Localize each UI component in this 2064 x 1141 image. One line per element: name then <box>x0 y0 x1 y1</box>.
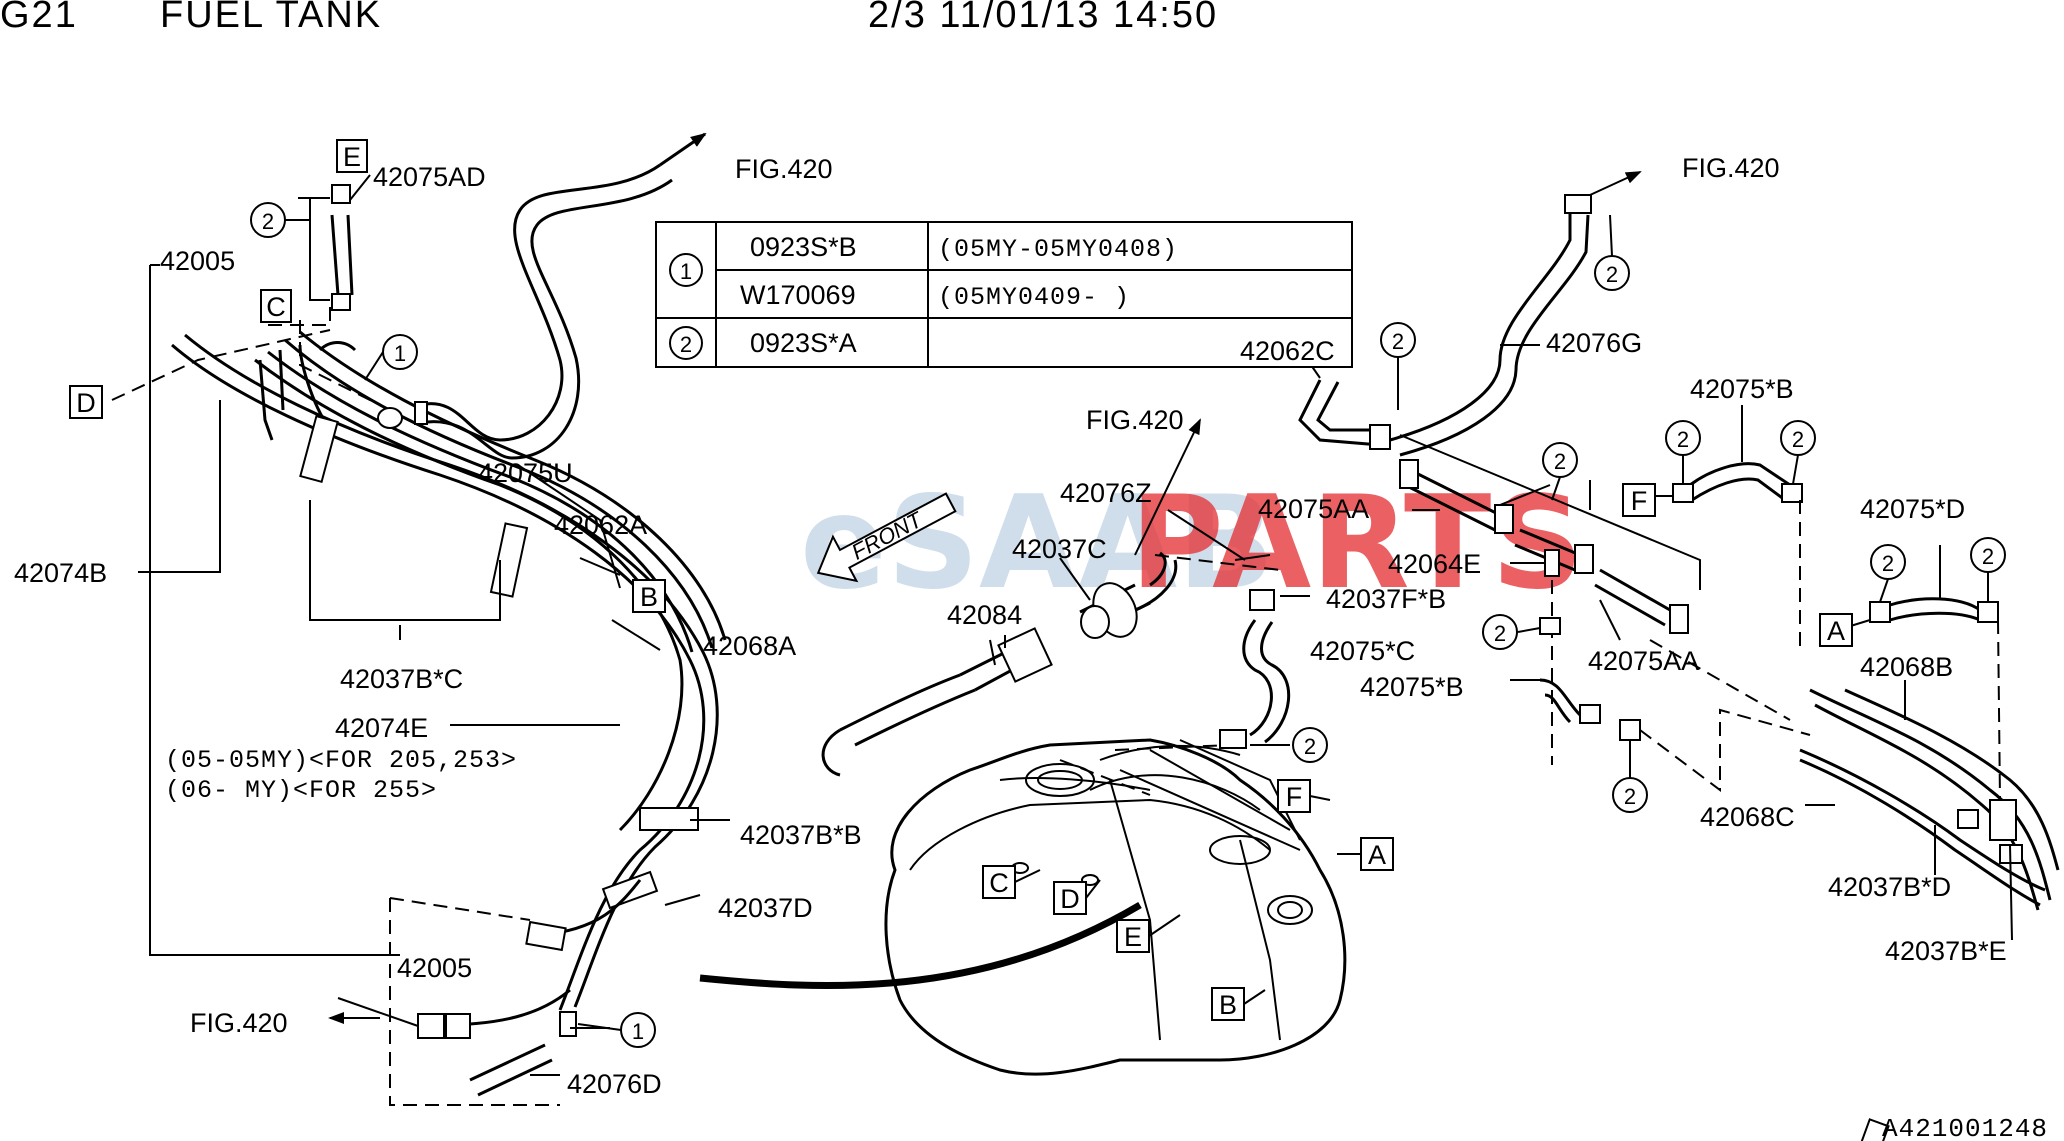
label-42075b-lower: 42075*B <box>1360 672 1464 702</box>
ref-c-tank: C <box>989 868 1009 898</box>
ref-b-tank: B <box>1219 990 1237 1020</box>
label-42037fb: 42037F*B <box>1326 584 1446 614</box>
watermark: eSAAB PARTS <box>800 469 1583 618</box>
label-fig420-top: FIG.420 <box>735 154 833 184</box>
key2-h: 2 <box>1677 427 1689 452</box>
label-42068c: 42068C <box>1700 802 1795 832</box>
ref-boxes: E C D B C D E B F A F A <box>69 139 1853 1021</box>
label-42037bd: 42037B*D <box>1828 872 1951 902</box>
ref-a-right: A <box>1827 616 1845 646</box>
label-42005-bottom: 42005 <box>397 953 472 983</box>
ref-f-right: F <box>1631 486 1648 516</box>
left-dashed-links <box>111 305 560 1106</box>
right-hoses <box>1298 171 2060 1141</box>
part-labels: 42075AD 42005 42074B 42075U 42062A 42037… <box>14 153 2007 1099</box>
label-42037bc: 42037B*C <box>340 664 463 694</box>
ref-d-left: D <box>76 388 96 418</box>
legend-range-1: (05MY-05MY0408) <box>938 235 1178 264</box>
legend-part-3: 0923S*A <box>750 328 857 358</box>
key2-g: 2 <box>1624 784 1636 809</box>
legend-key-2: 2 <box>680 332 692 357</box>
label-42076z: 42076Z <box>1060 478 1152 508</box>
key2-k: 2 <box>1982 544 1994 569</box>
label-42005-top: 42005 <box>160 246 235 276</box>
header-title: FUEL TANK <box>160 0 383 36</box>
label-42037bb: 42037B*B <box>740 820 862 850</box>
label-42075aa-bottom: 42075AA <box>1588 646 1699 676</box>
key2-d: 2 <box>1392 329 1404 354</box>
key2-a: 2 <box>262 209 274 234</box>
key2-c: 2 <box>1606 262 1618 287</box>
footer-code: A421001248 <box>1882 1114 2048 1141</box>
legend-key-1: 1 <box>680 259 692 284</box>
key2-i: 2 <box>1792 427 1804 452</box>
ref-c-top: C <box>266 292 286 322</box>
ref-d-tank: D <box>1060 884 1080 914</box>
watermark-parts: PARTS <box>1130 469 1583 618</box>
label-42074e: 42074E <box>335 713 428 743</box>
hose-42075u <box>377 132 707 460</box>
fuel-tank <box>884 738 1347 1076</box>
legend-part-2: W170069 <box>740 280 856 310</box>
label-fig420-right: FIG.420 <box>1682 153 1780 183</box>
key1-a: 1 <box>394 341 406 366</box>
left-leaders <box>138 174 730 1076</box>
label-42075b-upper: 42075*B <box>1690 374 1794 404</box>
hose-42075ad <box>330 184 354 311</box>
key2-f: 2 <box>1494 621 1506 646</box>
label-42076d: 42076D <box>567 1069 662 1099</box>
left-tube-bundle <box>171 330 727 1097</box>
label-42062a: 42062A <box>554 510 647 540</box>
key1-b: 1 <box>632 1019 644 1044</box>
ref-a-tank: A <box>1368 840 1386 870</box>
ref-b-left: B <box>640 582 658 612</box>
label-42068a: 42068A <box>703 631 796 661</box>
ref-f-tank: F <box>1286 782 1303 812</box>
header-page-stamp: 2/3 11/01/13 14:50 <box>868 0 1219 36</box>
ref-e-top: E <box>343 142 361 172</box>
circled-keys: 2 1 1 2 2 2 2 2 2 2 2 2 2 <box>250 202 2006 1048</box>
label-42075u: 42075U <box>478 458 573 488</box>
filler-neck <box>821 418 1281 796</box>
header-group: G21 <box>0 0 78 36</box>
label-42068b: 42068B <box>1860 652 1953 682</box>
hose-42075c <box>1219 589 1310 749</box>
label-fig420-left: FIG.420 <box>190 1008 288 1038</box>
label-42084: 42084 <box>947 600 1022 630</box>
label-42037c: 42037C <box>1012 534 1107 564</box>
legend-part-1: 0923S*B <box>750 232 857 262</box>
label-42075d: 42075*D <box>1860 494 1965 524</box>
label-42076g: 42076G <box>1546 328 1642 358</box>
note-line1: (05-05MY)<FOR 205,253> <box>165 746 517 775</box>
label-42037be: 42037B*E <box>1885 936 2007 966</box>
key2-e: 2 <box>1554 449 1566 474</box>
label-42037d: 42037D <box>718 893 813 923</box>
label-fig420-center: FIG.420 <box>1086 405 1184 435</box>
tank-arrow <box>699 901 1142 990</box>
label-42074b: 42074B <box>14 558 107 588</box>
label-42075c: 42075*C <box>1310 636 1415 666</box>
label-42062c: 42062C <box>1240 336 1335 366</box>
label-42064e: 42064E <box>1388 549 1481 579</box>
key2-j: 2 <box>1882 551 1894 576</box>
legend-table: 1 2 0923S*B W170069 0923S*A (05MY-05MY04… <box>655 221 1353 368</box>
key2-b: 2 <box>1304 734 1316 759</box>
label-42075ad: 42075AD <box>373 162 486 192</box>
label-42075aa-top: 42075AA <box>1258 494 1369 524</box>
legend-range-2: (05MY0409- ) <box>938 283 1130 312</box>
ref-e-tank: E <box>1124 922 1142 952</box>
note-line2: (06- MY)<FOR 255> <box>165 776 437 805</box>
